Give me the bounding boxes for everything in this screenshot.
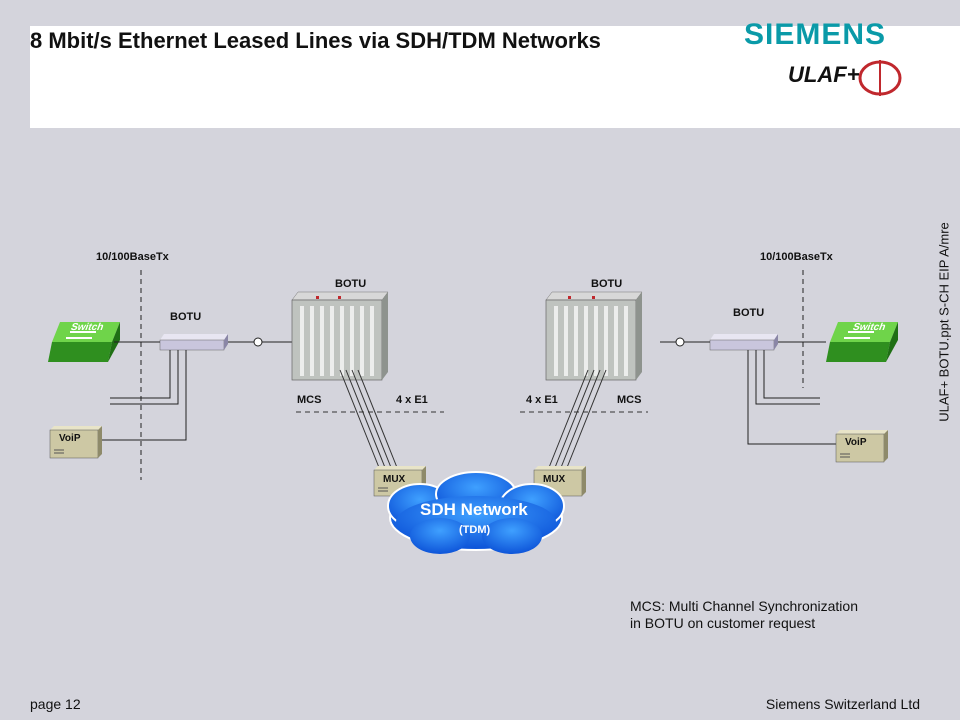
sdh-network-label: SDH Network [420,500,528,519]
switch-right-label: Switch [850,322,888,333]
slide-title: 8 Mbit/s Ethernet Leased Lines via SDH/T… [30,28,601,53]
iface-left-label: 10/100BaseTx [96,251,169,263]
botu-rack-left-icon [291,291,389,381]
voip-left-icon [49,426,102,459]
sidebar-text: ULAF+ BOTU.ppt S-CH EIP A/mre [936,222,952,422]
switch-left-label: Switch [68,322,106,333]
tdm-label: (TDM) [459,524,491,536]
switch-right-icon [826,322,898,362]
header-bar [30,26,960,128]
botu-small-right-label: BOTU [733,307,765,319]
mux-left-label: MUX [383,474,406,485]
iface-right-label: 10/100BaseTx [760,251,833,263]
botu-small-left-icon [159,334,228,351]
sdh-cloud-icon [387,471,565,554]
ulaf-logo-text: ULAF+ [788,62,860,87]
voip-right-icon [835,430,888,463]
botu-rack-right-icon [545,291,643,381]
e1-right-label: 4 x E1 [526,394,558,406]
e1-left-label: 4 x E1 [396,394,428,406]
voip-left-label: VoiP [59,433,81,444]
botu-small-right-icon [709,334,778,351]
mux-right-label: MUX [543,474,566,485]
page-number: page 12 [30,696,81,712]
voip-right-label: VoiP [845,437,867,448]
mcs-note: MCS: Multi Channel Synchronization in BO… [630,598,858,632]
botu-small-left-label: BOTU [170,311,202,323]
siemens-logo: SIEMENS [744,18,887,51]
mcs-note-line1: MCS: Multi Channel Synchronization [630,598,858,614]
mcs-note-line2: in BOTU on customer request [630,615,816,631]
company-name: Siemens Switzerland Ltd [765,696,920,712]
botu-rack-left-label: BOTU [335,278,367,290]
mcs-right-label: MCS [617,394,642,406]
ulaf-logo: ULAF+ [760,56,910,96]
mcs-left-label: MCS [297,394,322,406]
botu-rack-right-label: BOTU [591,278,623,290]
